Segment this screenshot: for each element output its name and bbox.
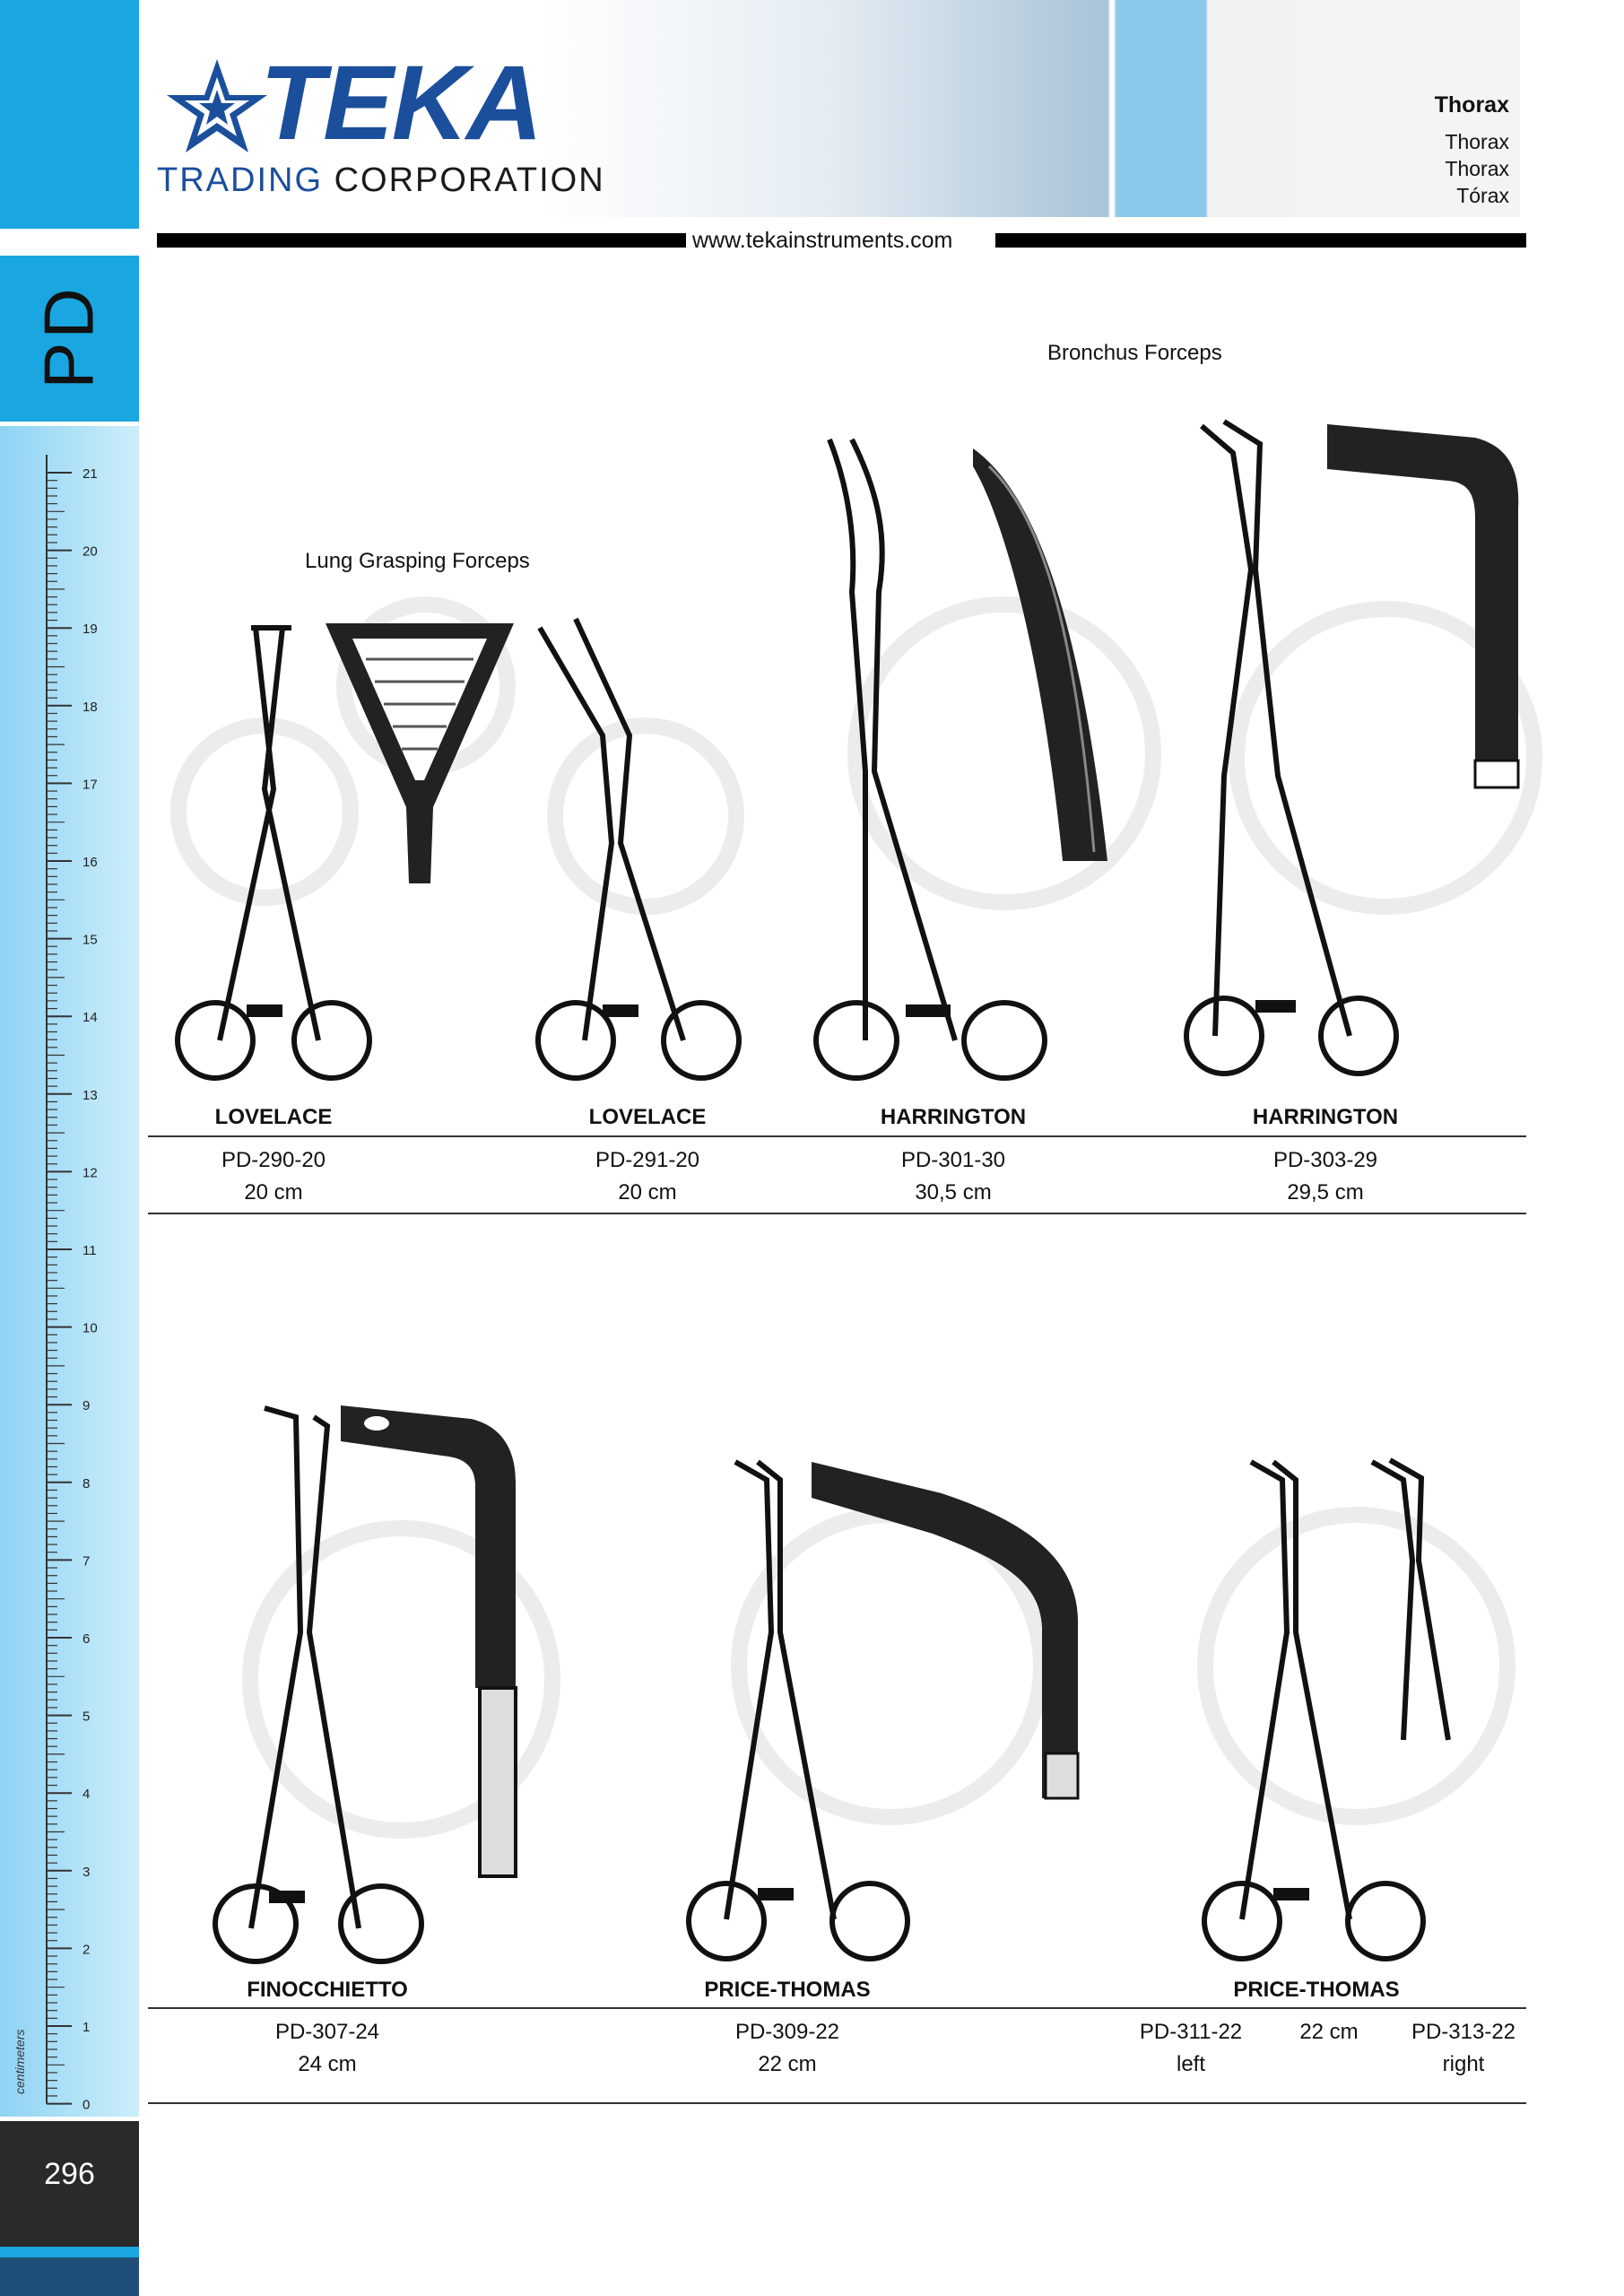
lovelace-jaw-detail-image xyxy=(326,623,514,883)
ruler-number: 17 xyxy=(83,777,98,792)
product-name: PRICE-THOMAS xyxy=(1233,1978,1400,2002)
product-name: FINOCCHIETTO xyxy=(247,1978,408,2002)
ruler-unit-label: centimeters xyxy=(13,2029,27,2094)
page-number: 296 xyxy=(44,2157,95,2191)
ruler-number: 16 xyxy=(83,855,98,870)
header-banner xyxy=(538,0,1520,217)
ruler-number: 18 xyxy=(83,700,98,715)
ruler-number: 3 xyxy=(83,1865,90,1880)
header-rule-right xyxy=(995,233,1526,248)
ruler-number: 0 xyxy=(83,2098,90,2113)
product-name: HARRINGTON xyxy=(880,1105,1027,1129)
category-translation: Thorax xyxy=(1445,157,1509,180)
product-code: PD-311-22 xyxy=(1139,2020,1243,2044)
ruler-number: 14 xyxy=(83,1010,98,1025)
footer-stripe xyxy=(0,2247,139,2257)
ruler-number: 10 xyxy=(83,1321,98,1336)
ruler-number: 11 xyxy=(83,1243,97,1258)
page-number-block xyxy=(0,2121,139,2247)
category-translation: Thorax xyxy=(1445,130,1509,153)
ruler-number: 7 xyxy=(83,1553,90,1569)
finocchietto-jaw-detail-image xyxy=(341,1405,517,1878)
ruler-number: 2 xyxy=(83,1942,90,1957)
harrington-angled-forceps-image xyxy=(1184,419,1399,1076)
product-code: PD-303-29 xyxy=(1272,1148,1378,1172)
product-code: PD-309-22 xyxy=(734,2020,840,2044)
price-thomas-jaw-detail-image xyxy=(812,1462,1080,1800)
ruler-number: 5 xyxy=(83,1709,90,1725)
product-code: PD-301-30 xyxy=(900,1148,1006,1172)
header-rule-left xyxy=(157,233,686,248)
product-code: PD-313-22 xyxy=(1411,2020,1516,2044)
product-size: 20 cm xyxy=(244,1180,303,1205)
price-thomas-right-jaw-detail-image xyxy=(1370,1457,1451,1741)
ruler-number: 21 xyxy=(83,466,98,482)
product-code: PD-307-24 xyxy=(274,2020,380,2044)
footer-stripe-dark xyxy=(0,2257,139,2296)
product-size: 29,5 cm xyxy=(1287,1180,1364,1205)
price-thomas-left-forceps-image xyxy=(1202,1459,1426,1961)
divider xyxy=(148,2007,1526,2009)
ruler-number: 1 xyxy=(83,2020,90,2035)
caption-bronchus: Bronchus Forceps xyxy=(1047,341,1222,365)
ruler-number: 6 xyxy=(83,1631,90,1647)
product-code: PD-290-20 xyxy=(221,1148,326,1172)
product-name: LOVELACE xyxy=(588,1105,707,1129)
logo-wordmark: TEKA xyxy=(260,44,543,162)
ruler-number: 8 xyxy=(83,1476,90,1492)
sidebar-top-block xyxy=(0,0,139,229)
product-size: 20 cm xyxy=(618,1180,677,1205)
product-name: LOVELACE xyxy=(214,1105,333,1129)
divider xyxy=(148,1135,1526,1137)
lovelace-forceps-image xyxy=(175,625,372,1081)
star-logo-icon xyxy=(167,59,267,152)
sidebar-section-block xyxy=(0,256,139,422)
harrington-forceps-image xyxy=(813,438,1047,1081)
ruler-number: 13 xyxy=(83,1088,98,1103)
product-size: 24 cm xyxy=(298,2052,357,2076)
ruler-number: 12 xyxy=(83,1165,98,1180)
ruler-number: 20 xyxy=(83,544,98,560)
website-link[interactable]: www.tekainstruments.com xyxy=(692,228,953,253)
logo-subtitle: TRADING CORPORATION xyxy=(157,161,605,199)
divider xyxy=(148,2102,1526,2104)
ruler-number: 19 xyxy=(83,622,98,637)
caption-lung-grasping: Lung Grasping Forceps xyxy=(305,549,530,573)
harrington-angled-jaw-detail-image xyxy=(1327,424,1520,789)
product-name: HARRINGTON xyxy=(1252,1105,1399,1129)
product-size: 30,5 cm xyxy=(915,1180,992,1205)
ruler-number: 15 xyxy=(83,933,98,948)
section-code: PD xyxy=(29,283,109,389)
divider xyxy=(148,1213,1526,1214)
product-size: 22 cm xyxy=(1299,2020,1359,2044)
product-size: 22 cm xyxy=(758,2052,817,2076)
product-side: left xyxy=(1176,2052,1205,2076)
lovelace-angled-forceps-image xyxy=(535,617,742,1081)
category-translation: Tórax xyxy=(1456,184,1509,207)
finocchietto-forceps-image xyxy=(213,1405,424,1964)
product-side: right xyxy=(1442,2052,1485,2076)
category-title: Thorax xyxy=(1434,92,1509,117)
ruler-number: 9 xyxy=(83,1398,90,1413)
product-code: PD-291-20 xyxy=(595,1148,700,1172)
harrington-jaw-detail-image xyxy=(973,448,1107,861)
ruler-number: 4 xyxy=(83,1787,90,1802)
price-thomas-forceps-image xyxy=(686,1459,910,1961)
product-name: PRICE-THOMAS xyxy=(704,1978,871,2002)
